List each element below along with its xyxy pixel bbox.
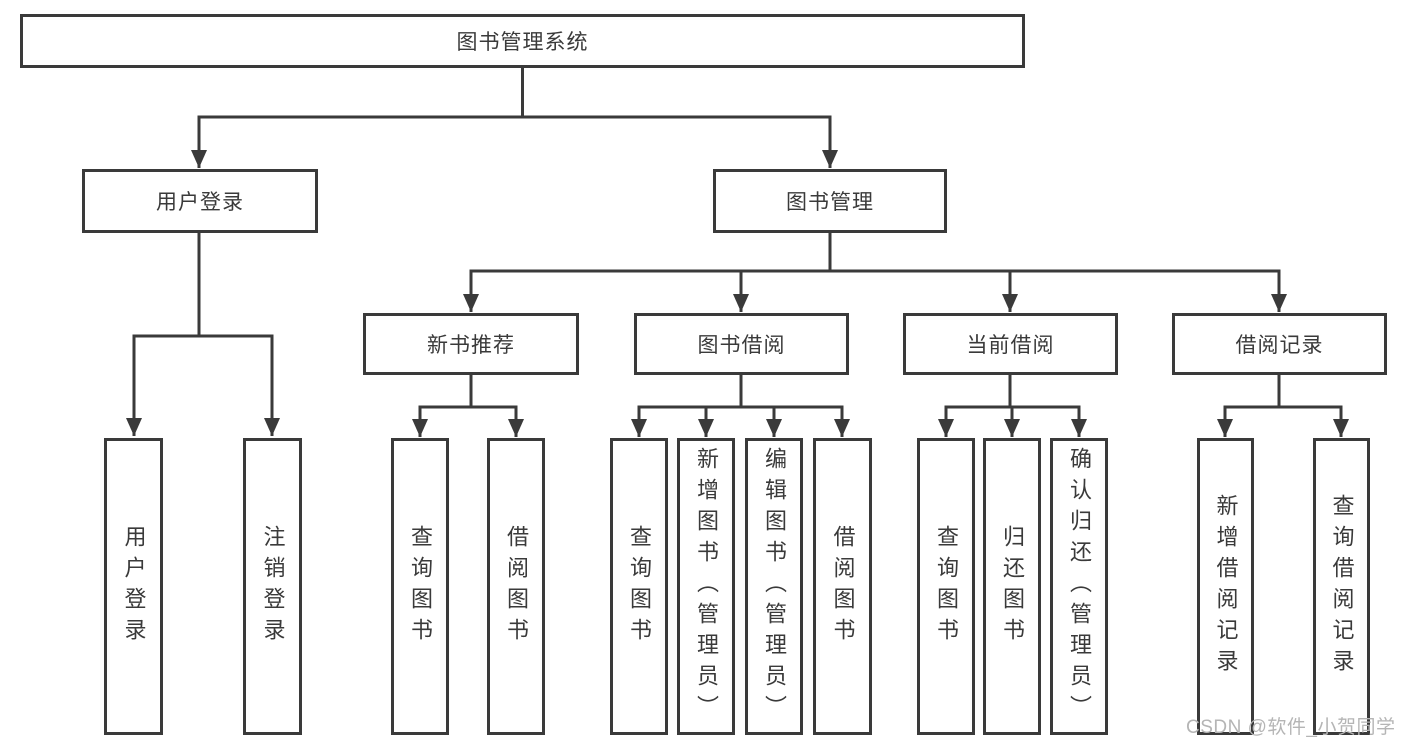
csdn-watermark: CSDN @软件_小贺同学 xyxy=(1186,717,1396,738)
leaf-borrow-books: 借阅图书 xyxy=(813,438,872,735)
node-new-book-recommendation: 新书推荐 xyxy=(363,313,579,375)
leaf-query-borrow-record: 查询借阅记录 xyxy=(1313,438,1370,735)
node-book-management: 图书管理 xyxy=(713,169,947,233)
leaf-borrow-books-recommend-label: 借阅图书 xyxy=(504,524,529,649)
leaf-query-books-current: 查询图书 xyxy=(917,438,975,735)
leaf-add-borrow-record-label: 新增借阅记录 xyxy=(1213,493,1239,680)
leaf-add-borrow-record: 新增借阅记录 xyxy=(1197,438,1254,735)
leaf-query-books-borrowing-label: 查询图书 xyxy=(627,524,652,649)
leaf-edit-books-admin-label: 编辑图书（管理员） xyxy=(762,447,787,726)
node-current-borrowing: 当前借阅 xyxy=(903,313,1118,375)
leaf-logout: 注销登录 xyxy=(243,438,302,735)
leaf-query-books-recommend-label: 查询图书 xyxy=(408,524,433,649)
leaf-borrow-books-recommend: 借阅图书 xyxy=(487,438,545,735)
leaf-add-books-admin-label: 新增图书（管理员） xyxy=(694,447,719,726)
node-book-management-label: 图书管理 xyxy=(786,191,874,214)
node-book-borrowing-label: 图书借阅 xyxy=(697,334,786,357)
leaf-confirm-return-admin: 确认归还（管理员） xyxy=(1050,438,1108,735)
node-book-borrowing: 图书借阅 xyxy=(634,313,849,375)
node-root-system-label: 图书管理系统 xyxy=(456,31,589,54)
leaf-query-borrow-record-label: 查询借阅记录 xyxy=(1329,493,1355,680)
leaf-return-books-label: 归还图书 xyxy=(1000,524,1025,649)
leaf-query-books-borrowing: 查询图书 xyxy=(610,438,668,735)
leaf-query-books-current-label: 查询图书 xyxy=(934,524,959,649)
leaf-logout-label: 注销登录 xyxy=(260,524,286,649)
node-borrowing-records-label: 借阅记录 xyxy=(1235,334,1324,357)
node-user-login: 用户登录 xyxy=(82,169,318,233)
leaf-user-login: 用户登录 xyxy=(104,438,163,735)
node-borrowing-records: 借阅记录 xyxy=(1172,313,1387,375)
leaf-borrow-books-label: 借阅图书 xyxy=(830,524,856,649)
leaf-user-login-label: 用户登录 xyxy=(121,524,147,649)
leaf-add-books-admin: 新增图书（管理员） xyxy=(677,438,735,735)
node-user-login-label: 用户登录 xyxy=(156,191,244,214)
node-current-borrowing-label: 当前借阅 xyxy=(966,334,1055,357)
leaf-return-books: 归还图书 xyxy=(983,438,1041,735)
leaf-edit-books-admin: 编辑图书（管理员） xyxy=(745,438,803,735)
node-new-book-recommendation-label: 新书推荐 xyxy=(427,334,515,357)
leaf-confirm-return-admin-label: 确认归还（管理员） xyxy=(1067,447,1092,726)
leaf-query-books-recommend: 查询图书 xyxy=(391,438,449,735)
node-root-system: 图书管理系统 xyxy=(20,14,1025,68)
